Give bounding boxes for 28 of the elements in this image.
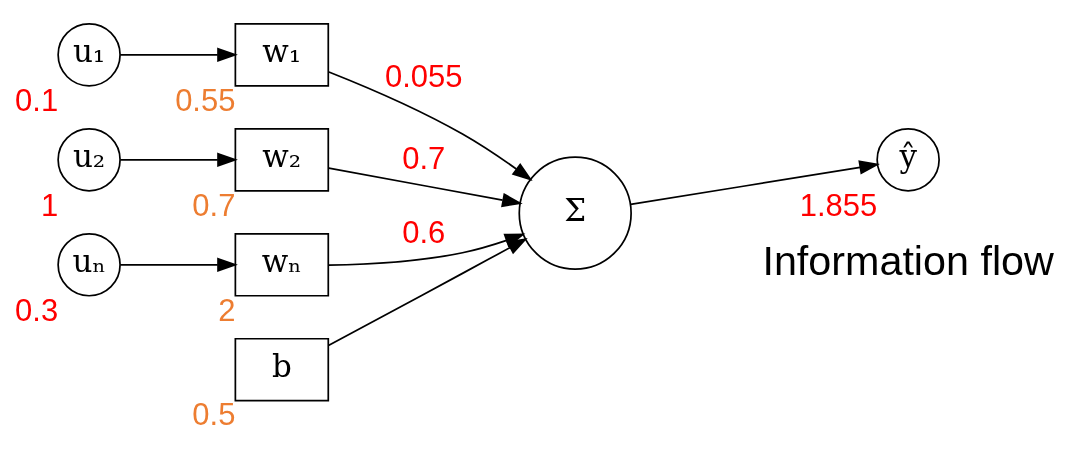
node-label: 1.855 — [799, 187, 878, 223]
arrow — [328, 166, 523, 207]
node-box: w₂ — [234, 127, 330, 192]
node-circle: u₂ — [57, 127, 121, 192]
node-circle: Σ — [518, 155, 632, 270]
node-label: 0.5 — [192, 396, 236, 432]
node-label: 2 — [218, 292, 236, 328]
node-label: 0.7 — [192, 187, 236, 223]
node-box: w₁ — [234, 22, 330, 87]
edge-label: 0.6 — [402, 214, 446, 250]
node-label: 0.1 — [15, 82, 59, 118]
arrow — [327, 237, 528, 346]
edge-label: 0.7 — [402, 140, 446, 176]
label: Information flow — [762, 237, 1054, 284]
node-circle: u₁ — [57, 22, 121, 87]
node-label: 1 — [40, 187, 59, 223]
node-circle: ŷ — [876, 127, 940, 192]
edge-label: 0.055 — [385, 58, 463, 94]
arrow — [119, 47, 238, 62]
node-label: 0.55 — [175, 82, 236, 118]
node-label: 0.3 — [15, 292, 59, 328]
node-circle: uₙ — [57, 232, 121, 297]
arrow — [119, 152, 238, 167]
arrow — [328, 70, 533, 181]
node-box: wₙ — [234, 232, 330, 297]
node-box: b — [234, 337, 330, 402]
arrow — [119, 257, 238, 272]
arrow — [629, 159, 880, 205]
